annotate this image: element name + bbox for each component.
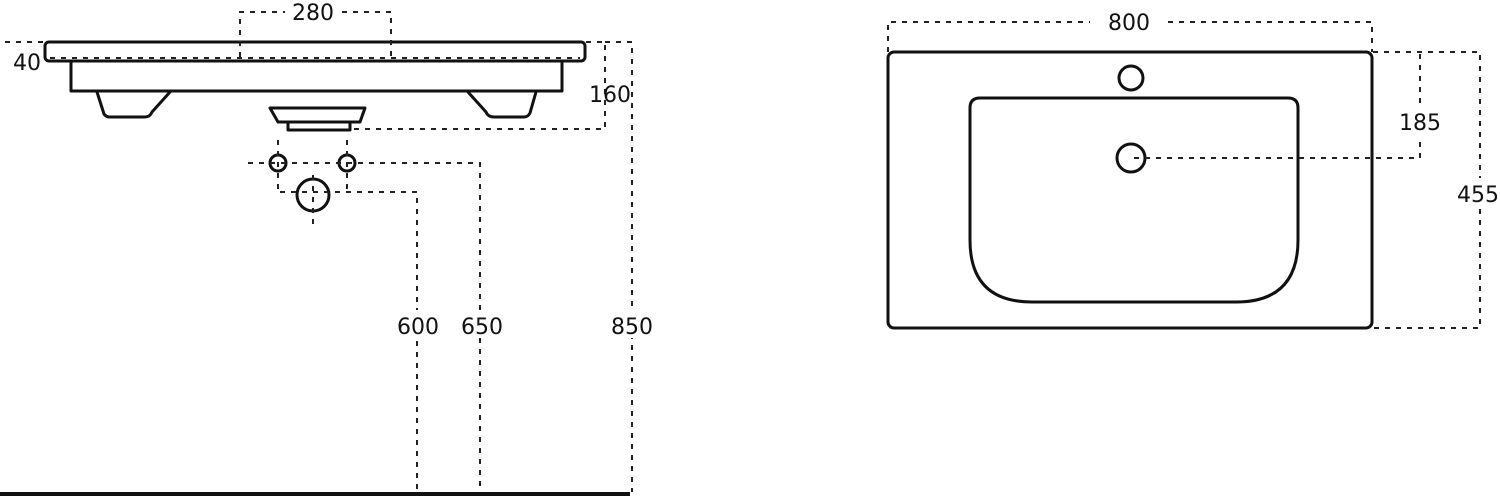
label-bg	[1458, 178, 1500, 208]
left-support	[95, 90, 172, 119]
dim-160-label: 160	[589, 83, 631, 108]
dim-160-line	[350, 41, 606, 130]
waste-outlet	[295, 177, 331, 213]
right-support	[466, 90, 538, 119]
dim-650-label: 650	[461, 315, 503, 340]
label-bg	[1398, 106, 1444, 136]
countertop-slab	[43, 40, 587, 63]
drain-neck	[268, 106, 367, 124]
label-bg	[394, 310, 442, 338]
side-view: 280 40 160 850 600 650	[0, 1, 656, 496]
basin-outline	[968, 96, 1300, 304]
dim-185-line	[1134, 52, 1421, 159]
dim-600-label: 600	[397, 315, 439, 340]
basin-body	[69, 59, 564, 93]
dim-600-line	[280, 191, 418, 492]
drain-hole	[1115, 142, 1147, 174]
dim-455-label: 455	[1457, 183, 1499, 208]
dim-800-label: 800	[1108, 11, 1150, 36]
dim-650-line	[248, 162, 481, 492]
sink-outline	[886, 50, 1374, 330]
dim-185-label: 185	[1399, 111, 1441, 136]
hole-centerlines	[277, 140, 348, 230]
label-bg	[608, 310, 656, 338]
dim-280-line	[239, 11, 392, 57]
tap-hole	[1117, 64, 1145, 92]
dim-800-line	[887, 21, 1373, 52]
top-view: 800 185 455	[886, 11, 1500, 330]
label-bg	[458, 310, 506, 338]
dim-40-label: 40	[13, 51, 41, 76]
dim-850-label: 850	[611, 315, 653, 340]
dim-280-label: 280	[292, 1, 334, 26]
drain-outlet	[286, 120, 352, 132]
dim-850-line	[605, 41, 633, 492]
